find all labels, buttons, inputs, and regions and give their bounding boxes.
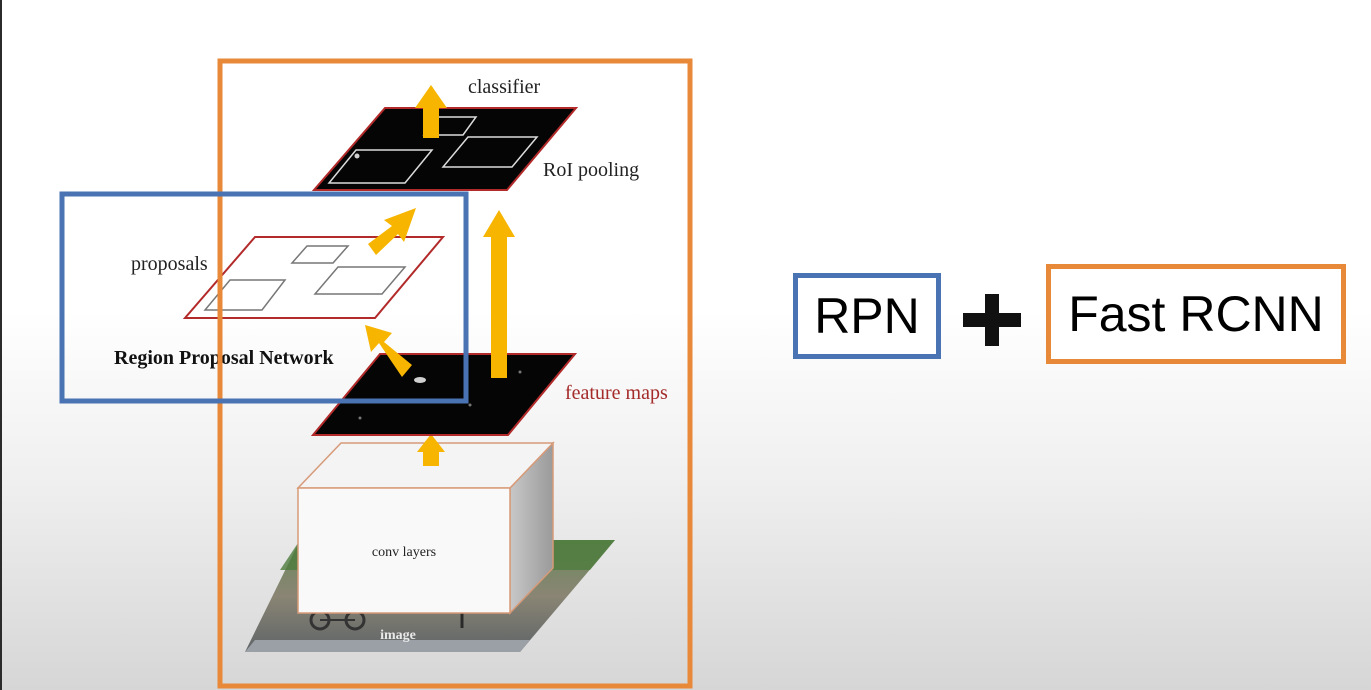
proposals-label: proposals	[131, 253, 208, 275]
roi-pooling-plane: RoI pooling	[311, 107, 639, 191]
rpn-frame	[59, 191, 469, 404]
image-label: image	[380, 628, 416, 643]
faster-rcnn-diagram: image conv layers feature maps proposals	[59, 58, 693, 689]
arrow-feature-maps-to-roi-pooling	[483, 210, 515, 378]
plus-icon: +	[963, 294, 1021, 346]
arrow-roi-pooling-to-classifier	[415, 85, 447, 138]
rpn-formula-label: RPN	[814, 288, 920, 344]
rpn-formula-box: RPN	[793, 273, 941, 359]
arrow-feature-maps-to-proposals	[365, 325, 412, 377]
feature-maps-label: feature maps	[565, 382, 668, 404]
screen-left-edge	[0, 0, 2, 690]
arrow-proposals-to-roi-pooling	[368, 208, 416, 255]
rpn-label: Region Proposal Network	[114, 347, 334, 369]
fast-rcnn-formula-box: Fast RCNN	[1046, 264, 1346, 364]
arrow-conv-to-feature-maps	[417, 434, 445, 466]
plus-operator: +	[963, 296, 964, 297]
conv-layers-label: conv layers	[372, 545, 436, 560]
fast-rcnn-formula-label: Fast RCNN	[1068, 286, 1324, 342]
proposals-plane: proposals	[131, 236, 446, 319]
feature-maps-plane: feature maps	[310, 353, 668, 436]
fast-rcnn-frame	[217, 58, 693, 689]
roi-pooling-label: RoI pooling	[543, 159, 639, 181]
classifier-label: classifier	[468, 76, 541, 98]
conv-layers-block: conv layers	[296, 441, 555, 615]
